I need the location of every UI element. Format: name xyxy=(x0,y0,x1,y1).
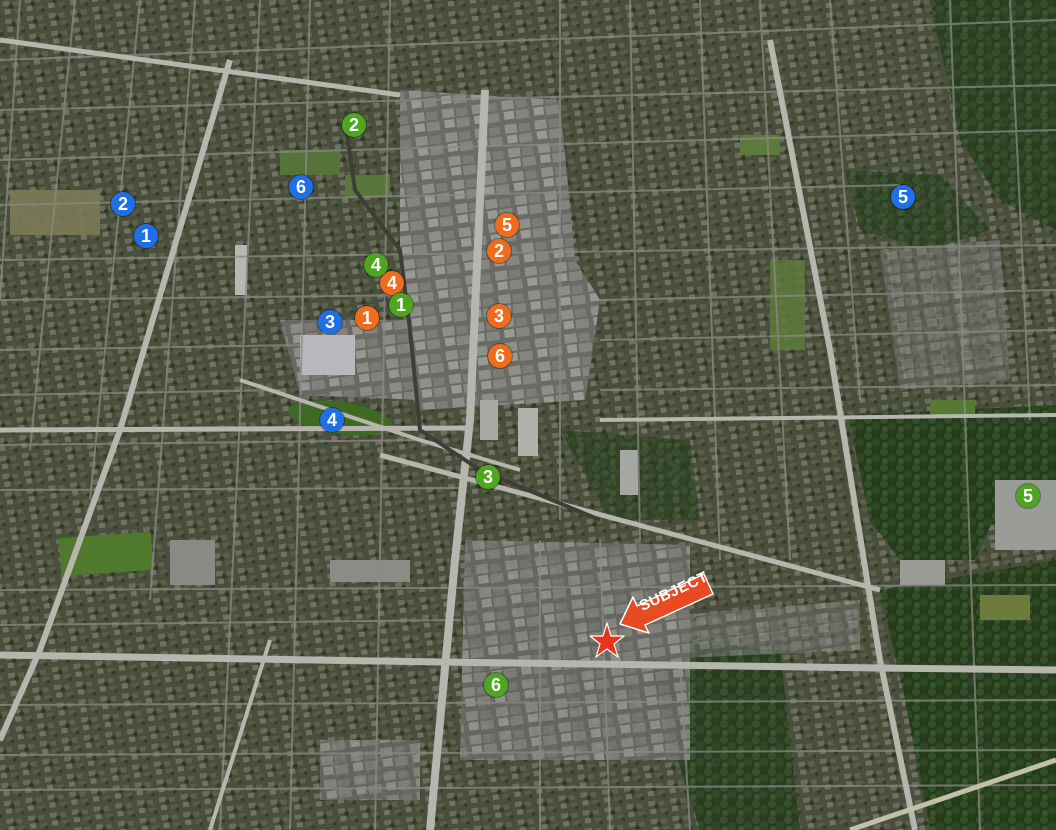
major-roads xyxy=(0,37,1056,830)
map-marker-green-4[interactable]: 4 xyxy=(364,253,388,277)
map-marker-green-5[interactable]: 5 xyxy=(1016,484,1040,508)
map-marker-green-6[interactable]: 6 xyxy=(484,673,508,697)
map-marker-blue-6[interactable]: 6 xyxy=(289,175,313,199)
map-marker-green-2[interactable]: 2 xyxy=(342,113,366,137)
map-marker-orange-1[interactable]: 1 xyxy=(355,306,379,330)
map-marker-orange-2[interactable]: 2 xyxy=(487,239,511,263)
map-marker-blue-4[interactable]: 4 xyxy=(320,408,344,432)
map-marker-blue-3[interactable]: 3 xyxy=(318,310,342,334)
map-marker-orange-3[interactable]: 3 xyxy=(487,304,511,328)
map-marker-blue-2[interactable]: 2 xyxy=(111,192,135,216)
map-marker-blue-5[interactable]: 5 xyxy=(891,185,915,209)
map-marker-orange-5[interactable]: 5 xyxy=(495,213,519,237)
map-marker-green-3[interactable]: 3 xyxy=(476,465,500,489)
map-marker-blue-1[interactable]: 1 xyxy=(134,224,158,248)
map-marker-green-1[interactable]: 1 xyxy=(389,293,413,317)
map-marker-orange-6[interactable]: 6 xyxy=(488,344,512,368)
map-marker-orange-4[interactable]: 4 xyxy=(380,271,404,295)
